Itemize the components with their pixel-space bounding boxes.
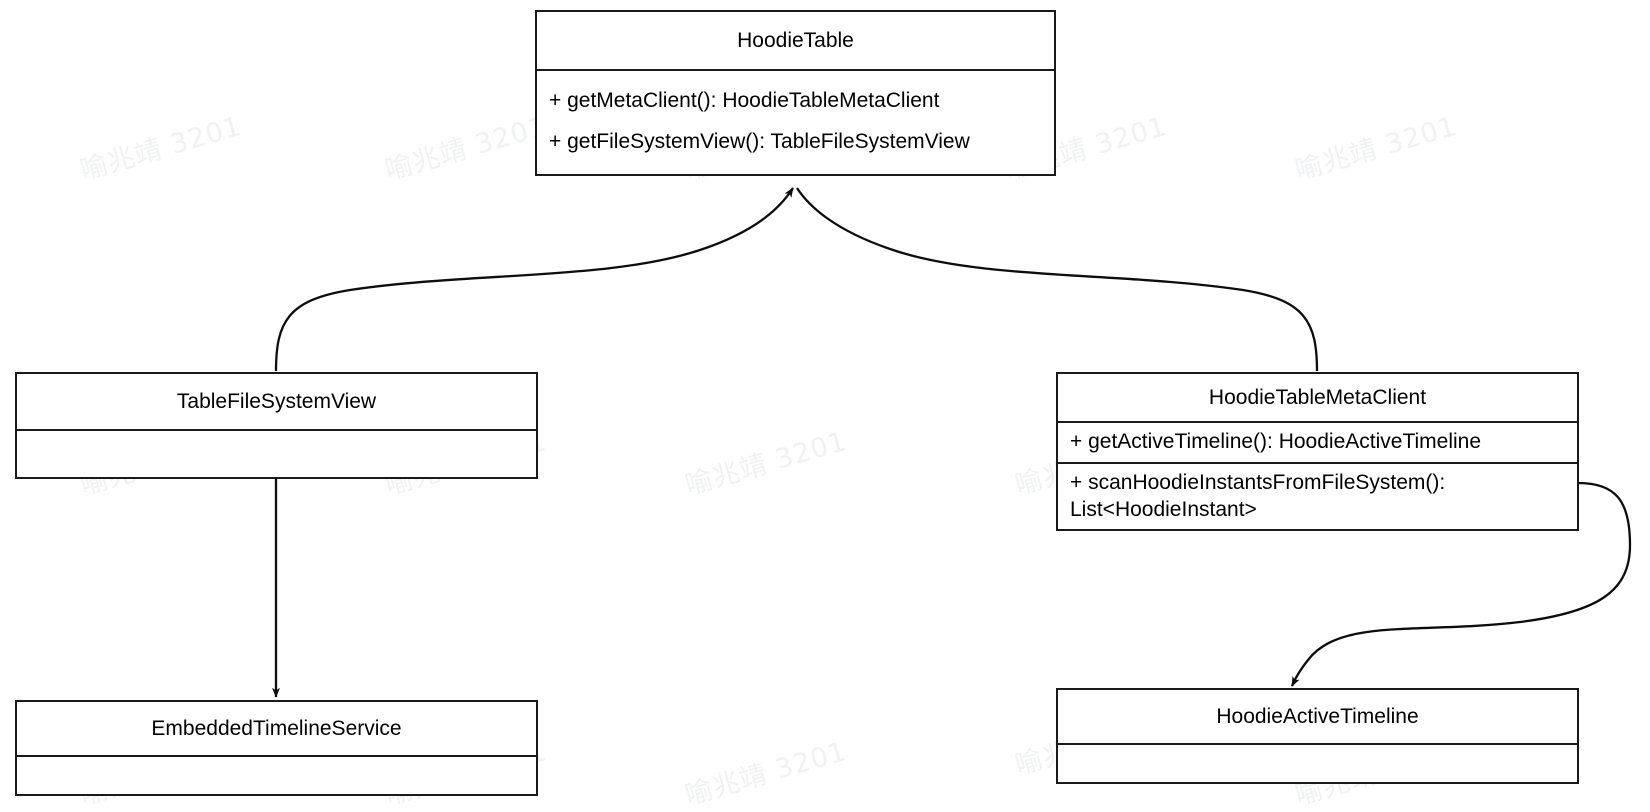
class-name-hoodie-table: HoodieTable [737, 28, 854, 52]
class-member: + getActiveTimeline(): HoodieActiveTimel… [1070, 430, 1482, 454]
class-members-hoodie-table-meta-client-2: + scanHoodieInstantsFromFileSystem(): Li… [1058, 462, 1577, 529]
class-name-table-file-system-view: TableFileSystemView [176, 389, 377, 413]
class-name-hoodie-active-timeline: HoodieActiveTimeline [1216, 704, 1419, 728]
connector-hoodietablemetaclient-to-hoodieactivetimeline [1290, 481, 1632, 687]
class-name-embedded-timeline-service: EmbeddedTimelineService [151, 716, 402, 740]
class-box-embedded-timeline-service[interactable]: EmbeddedTimelineService [15, 700, 538, 796]
class-members-hoodie-active-timeline [1058, 743, 1577, 782]
connector-tablefilesystemview-to-hoodietable [274, 187, 794, 372]
class-members-embedded-timeline-service [17, 755, 536, 794]
class-box-hoodie-active-timeline[interactable]: HoodieActiveTimeline [1056, 688, 1579, 784]
class-box-hoodie-table[interactable]: HoodieTable + getMetaClient(): HoodieTab… [535, 10, 1056, 176]
class-name-hoodie-table-meta-client: HoodieTableMetaClient [1208, 385, 1427, 409]
class-members-table-file-system-view [17, 429, 536, 477]
class-members-hoodie-table: + getMetaClient(): HoodieTableMetaClient… [537, 69, 1054, 174]
class-member: + getMetaClient(): HoodieTableMetaClient [549, 89, 940, 113]
class-box-hoodie-table-meta-client[interactable]: HoodieTableMetaClient + getActiveTimelin… [1056, 372, 1579, 531]
class-box-table-file-system-view[interactable]: TableFileSystemView [15, 372, 538, 479]
connector-hoodietablemetaclient-to-hoodietable [796, 187, 1319, 372]
class-member: + scanHoodieInstantsFromFileSystem(): Li… [1070, 471, 1446, 521]
class-members-hoodie-table-meta-client-1: + getActiveTimeline(): HoodieActiveTimel… [1058, 421, 1577, 462]
class-member: + getFileSystemView(): TableFileSystemVi… [549, 129, 970, 153]
